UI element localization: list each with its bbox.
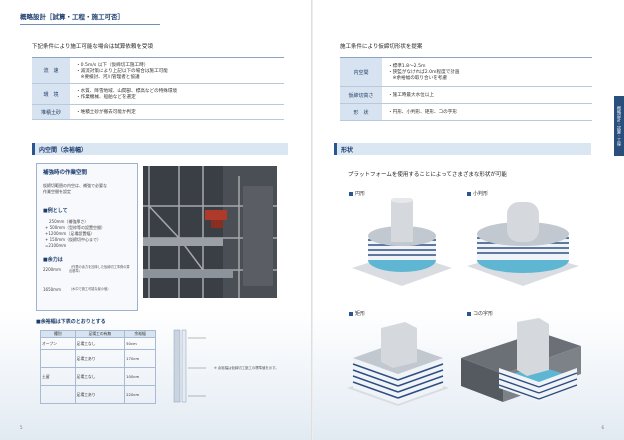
right-page-title: 施工条件により仮締切形状を提案 (340, 44, 423, 50)
condition-row-sediment: 堆積土砂 ・堆積土砂が撤去可能か判定 (32, 105, 284, 120)
allowance-table-title: ■余裕幅は下表のとおりとする (36, 319, 106, 325)
condition-line: ・水質、降雪地域、山間部、標高などの特殊環境 (76, 89, 178, 94)
square-bullet-icon (467, 191, 471, 196)
shape-label-u-shaped: コの字形 (467, 310, 493, 317)
condition-content: ・堆積土砂が撤去可能か判定 (76, 105, 136, 119)
u-shaped-cofferdam-illustration (461, 318, 581, 402)
allowance-cell (40, 385, 76, 404)
margin1-value: 2200mm (43, 267, 61, 272)
right-page-number: 6 (601, 425, 604, 430)
shape-name: 矩形 (355, 311, 366, 317)
allowance-cell: オープン (40, 337, 76, 350)
square-bullet-icon (467, 311, 471, 316)
left-page: 概略設計［試算・工程・施工可否］ 下記条件により施工可能な場合は試算依頼を受領 … (0, 0, 311, 440)
condition-label: 流 速 (32, 58, 70, 83)
margin-label: ■余力は (43, 257, 63, 263)
allowance-cell: 170cm (124, 349, 156, 368)
example-line: 250mm（補強厚さ） (49, 219, 89, 224)
condition-label: 仮締切高さ (340, 87, 382, 103)
square-bullet-icon (349, 191, 353, 196)
condition-row-velocity: 流 速 ・0.5m/s 以下（仮締切工施工時） ・減流対策により上記以下の場合は… (32, 58, 284, 84)
example-line: + 500mm（型枠等の設置空間） (45, 225, 106, 230)
allowance-cell (40, 349, 76, 368)
condition-row-inner-space: 内空間 ・標準1.8〜2.5m ・狭監がなければ2.0m程度で計画 ※余裕幅の取… (340, 58, 592, 87)
scaffold-photo-illustration (143, 166, 277, 298)
allowance-note: ※ 余裕幅は仮締切工施工の標準値を示す。 (214, 366, 279, 370)
margin2-value: 1650mm (43, 287, 61, 292)
condition-line: ・減流対策により上記以下の場合は施工可能 (76, 68, 168, 74)
allowance-table: 種別 足場工の有無 余裕幅 オープン 足場工なし 50cm 足場工あり 170c… (40, 330, 156, 404)
spread-gutter (311, 0, 313, 440)
scaffold-work-photo (143, 166, 277, 298)
allowance-cell: 100cm (124, 367, 156, 386)
shape-section-header: 形状 (334, 143, 591, 155)
condition-line: ・狭監がなければ2.0m程度で計画 (388, 70, 460, 75)
left-page-title: 概略設計［試算・工程・施工可否］ (20, 13, 124, 21)
margin2-note: （水中で施工可能な最小値） (69, 287, 111, 291)
condition-row-environment: 環 境 ・水質、降雪地域、山間部、標高などの特殊環境 ・作業機械、船舶などを選定 (32, 84, 284, 105)
condition-content: ・標準1.8〜2.5m ・狭監がなければ2.0m程度で計画 ※余裕幅の取り合いを… (388, 58, 460, 86)
condition-label: 形 状 (340, 104, 382, 120)
allowance-header: 足場工の有無 (74, 330, 126, 338)
right-conditions-table: 内空間 ・標準1.8〜2.5m ・狭監がなければ2.0m程度で計画 ※余裕幅の取… (340, 57, 592, 122)
example-line: + 150mm（仮締切中心まで） (45, 237, 102, 242)
left-title-rule (20, 24, 160, 25)
condition-content: ・水質、降雪地域、山間部、標高などの特殊環境 ・作業機械、船舶などを選定 (76, 84, 177, 104)
condition-content: ・0.5m/s 以下（仮締切工施工時） ・減流対策により上記以下の場合は施工可能… (76, 58, 168, 83)
condition-content: ・円形、小判形、矩形、コの字形 (388, 104, 457, 120)
rectangular-cofferdam-illustration (347, 322, 449, 406)
round-cofferdam-illustration (352, 198, 452, 286)
shape-label-round: 円形 (349, 190, 365, 197)
condition-content: ・施工時最大水位以上 (388, 87, 434, 103)
allowance-cell: 足場工あり (74, 349, 126, 368)
work-space-box: 補強時の作業空間 仮締切範囲の内空は、補強で必要な 作業空間を設定 ■例として … (36, 163, 138, 311)
example-label: ■例として (43, 208, 68, 214)
condition-label: 堆積土砂 (32, 105, 70, 119)
work-box-desc-1: 仮締切範囲の内空は、補強で必要な (43, 183, 107, 188)
margin1-note: （作業の余力を加味した仮締切工事費の算出基準） (69, 265, 130, 273)
allowance-cell: 50cm (124, 337, 156, 350)
allowance-cell: 土留 (40, 367, 76, 386)
chapter-side-tab[interactable]: 概略設計・試算・工程 (614, 96, 624, 156)
condition-line: ・堆積土砂が撤去可能か判定 (76, 110, 136, 115)
allowance-cell: 足場工なし (74, 367, 126, 386)
shape-label-rectangular: 矩形 (349, 310, 365, 317)
condition-line: ・作業機械、船舶などを選定 (76, 95, 136, 100)
allowance-header: 種別 (40, 330, 76, 338)
shape-name: 円形 (355, 191, 366, 197)
condition-label: 環 境 (32, 84, 70, 104)
allowance-cell: 足場工あり (74, 385, 126, 404)
inner-space-section-header: 内空間（余裕幅） (32, 143, 288, 155)
condition-row-shape: 形 状 ・円形、小判形、矩形、コの字形 (340, 104, 592, 121)
work-box-title: 補強時の作業空間 (43, 170, 88, 176)
shape-label-oval: 小判形 (467, 190, 488, 197)
example-line: +1200mm（足場設置幅） (45, 231, 95, 236)
allowance-header: 余裕幅 (124, 330, 156, 338)
condition-label: 内空間 (340, 58, 382, 86)
allowance-cell: 足場工なし (74, 337, 126, 350)
right-page: 施工条件により仮締切形状を提案 内空間 ・標準1.8〜2.5m ・狭監がなければ… (313, 0, 624, 440)
left-lead-text: 下記条件により施工可能な場合は試算依頼を受領 (32, 44, 153, 50)
shape-lead-text: プラットフォームを使用することによってさまざまな形状が可能 (348, 172, 507, 178)
allowance-diagram (173, 329, 206, 403)
condition-line: ・円形、小判形、矩形、コの字形 (388, 110, 457, 115)
allowance-cell: 220cm (124, 385, 156, 404)
shape-name: 小判形 (473, 191, 489, 197)
square-bullet-icon (349, 311, 353, 316)
condition-line: ※余裕幅の取り合いを考慮 (388, 76, 447, 81)
left-conditions-table: 流 速 ・0.5m/s 以下（仮締切工施工時） ・減流対策により上記以下の場合は… (32, 57, 284, 122)
oval-cofferdam-illustration (467, 202, 579, 286)
condition-row-height: 仮締切高さ ・施工時最大水位以上 (340, 87, 592, 104)
condition-line: ・施工時最大水位以上 (388, 93, 434, 98)
condition-line: ・0.5m/s 以下（仮締切工施工時） (76, 62, 149, 68)
example-line: =2100mm (45, 243, 67, 248)
condition-line: ・標準1.8〜2.5m (388, 64, 426, 69)
condition-line: ※要検討、河川管理者と協議 (76, 74, 140, 80)
shape-name: コの字形 (473, 311, 494, 317)
work-box-desc-2: 作業空間を設定 (43, 189, 71, 194)
left-page-number: 5 (20, 425, 23, 430)
